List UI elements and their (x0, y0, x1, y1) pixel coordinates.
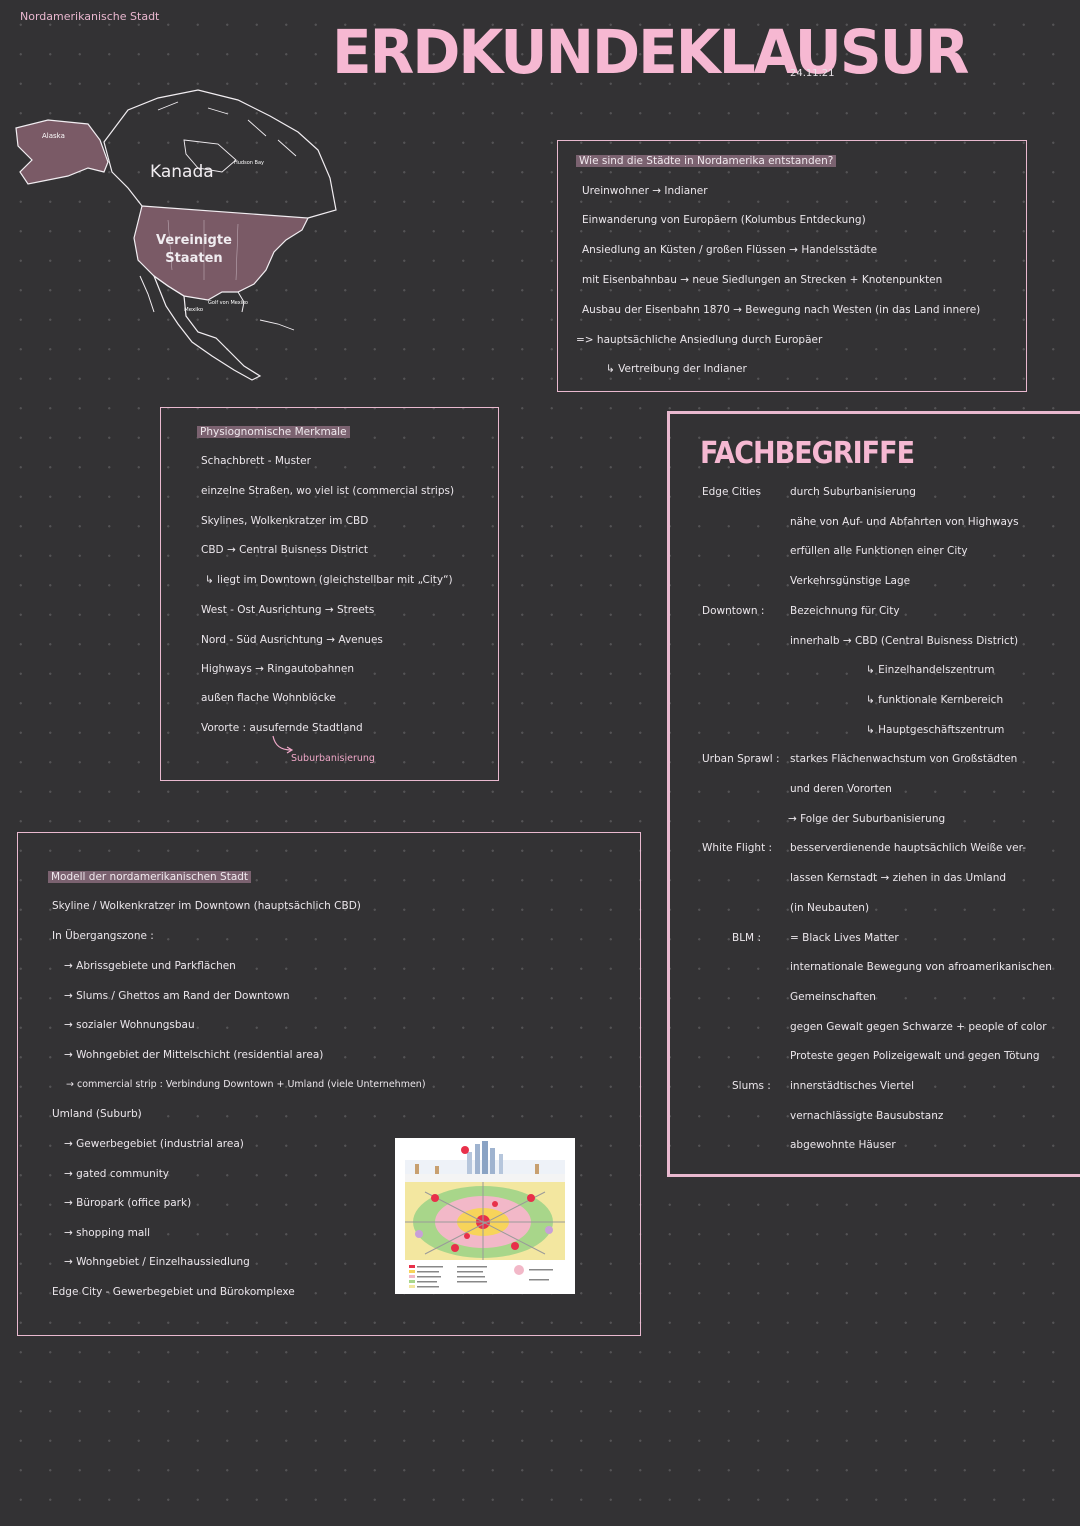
origins-line: mit Eisenbahnbau → neue Siedlungen an St… (582, 274, 943, 286)
physio-line: ↳ liegt im Downtown (gleichstellbar mit … (205, 574, 453, 586)
physio-box: Physiognomische Merkmale Schachbrett - M… (160, 407, 499, 781)
map-outline-svg (15, 89, 337, 381)
physio-line: Skylines, Wolkenkratzer im CBD (201, 515, 369, 527)
fach-definition: lassen Kernstadt → ziehen in das Umland (790, 872, 1007, 885)
map-label-usa-line1: Vereinigte (156, 233, 232, 248)
physio-line: einzelne Straßen, wo viel ist (commercia… (201, 485, 455, 497)
origins-conclusion: => hauptsächliche Ansiedlung durch Europ… (576, 334, 823, 346)
mexico-shape (152, 274, 262, 381)
map-label-usa-line2: Staaten (165, 251, 223, 266)
model-line: → Gewerbegebiet (industrial area) (64, 1138, 244, 1150)
model-line: → Abrissgebiete und Parkflächen (64, 960, 236, 972)
physio-line: Schachbrett - Muster (201, 455, 311, 467)
model-heading: Modell der nordamerikanischen Stadt (48, 871, 252, 883)
curved-arrow-icon (272, 735, 294, 754)
fach-definition: gegen Gewalt gegen Schwarze + people of … (790, 1020, 1047, 1033)
fach-term: BLM : (732, 931, 761, 944)
page-title: ERDKUNDEKLAUSUR (332, 16, 969, 88)
fach-definition: besserverdienende hauptsächlich Weiße ve… (790, 842, 1027, 855)
physio-line: Vororte : ausufernde Stadtland (201, 722, 363, 734)
model-line: → shopping mall (64, 1227, 151, 1239)
fach-definition: vernachlässigte Bausubstanz (790, 1109, 944, 1122)
physio-heading-text: Physiognomische Merkmale (197, 426, 350, 438)
usa-shape (133, 205, 309, 301)
fach-definition: Gemeinschaften (790, 990, 876, 1003)
date-label: 24.11.21 (790, 68, 835, 79)
map-label-hudson-bay: Hudson Bay (234, 160, 264, 166)
fach-definition: erfüllen alle Funktionen einer City (790, 545, 968, 558)
fach-definition: → Folge der Suburbanisierung (788, 812, 946, 825)
physio-line: außen flache Wohnblöcke (201, 692, 336, 704)
physio-suburbanisierung: Suburbanisierung (291, 753, 375, 764)
fach-definition: Proteste gegen Polizeigewalt und gegen T… (790, 1050, 1040, 1063)
origins-heading-text: Wie sind die Städte in Nordamerika entst… (576, 155, 837, 167)
alaska-shape (15, 119, 109, 185)
fach-term: White Flight : (702, 842, 773, 855)
fach-definition: Bezeichnung für City (790, 604, 900, 617)
model-line: → gated community (64, 1168, 170, 1180)
origins-line: Ansiedlung an Küsten / großen Flüssen → … (582, 244, 878, 256)
fach-definition: ↳ Einzelhandelszentrum (866, 664, 995, 677)
model-line: → Wohngebiet der Mittelschicht (resident… (64, 1049, 324, 1061)
physio-line: Nord - Süd Ausrichtung → Avenues (201, 634, 383, 646)
city-model-image (395, 1138, 575, 1294)
fachbegriffe-box: FACHBEGRIFFE Edge Cities durch Suburbanis… (667, 411, 1080, 1177)
fach-definition: abgewohnte Häuser (790, 1139, 896, 1152)
origins-line: Einwanderung von Europäern (Kolumbus Ent… (582, 214, 866, 226)
fachbegriffe-heading: FACHBEGRIFFE (700, 436, 915, 471)
model-heading-text: Modell der nordamerikanischen Stadt (48, 871, 252, 883)
fach-definition: durch Suburbanisierung (790, 486, 916, 498)
fach-definition: internationale Bewegung von afroamerikan… (790, 961, 1052, 974)
fach-definition: starkes Flächenwachstum von Großstädten (790, 753, 1018, 766)
fach-definition: Verkehrsgünstige Lage (790, 575, 911, 588)
fach-term: Downtown : (702, 604, 765, 617)
fach-term: Edge Cities (702, 486, 761, 498)
origins-line: Ureinwohner → Indianer (582, 185, 708, 197)
physio-line: West - Ost Ausrichtung → Streets (201, 604, 375, 616)
city-model-diagram (395, 1138, 575, 1294)
fach-definition: ↳ Hauptgeschäftszentrum (866, 723, 1005, 736)
map-label-gulf: Golf von Mexiko (208, 300, 248, 306)
model-line: → sozialer Wohnungsbau (64, 1019, 195, 1031)
map-label-usa: Vereinigte Staaten (156, 232, 232, 268)
model-line: Skyline / Wolkenkratzer im Downtown (hau… (52, 900, 361, 912)
fach-definition: nähe von Auf- und Abfahrten von Highways (790, 515, 1019, 528)
origins-box: Wie sind die Städte in Nordamerika entst… (557, 140, 1027, 392)
model-line: → Slums / Ghettos am Rand der Downtown (64, 990, 290, 1002)
model-line: → Büropark (office park) (64, 1197, 192, 1209)
model-line: Edge City - Gewerbegebiet und Bürokomple… (52, 1286, 295, 1298)
map-label-canada: Kanada (150, 162, 214, 182)
origins-line: Ausbau der Eisenbahn 1870 → Bewegung nac… (582, 304, 981, 316)
map-label-alaska: Alaska (42, 132, 65, 140)
north-america-map: Alaska Kanada Hudson Bay Vereinigte Staa… (8, 80, 348, 385)
origins-heading: Wie sind die Städte in Nordamerika entst… (576, 155, 837, 167)
model-box: Modell der nordamerikanischen Stadt Skyl… (17, 832, 641, 1336)
fach-definition: und deren Vororten (790, 783, 892, 795)
map-label-mexico: Mexiko (184, 307, 204, 313)
origins-line: ↳ Vertreibung der Indianer (606, 363, 747, 375)
model-line: → Wohngebiet / Einzelhaussiedlung (64, 1256, 250, 1268)
fach-term: Slums : (732, 1080, 771, 1092)
fach-definition: innerhalb → CBD (Central Buisness Distri… (790, 634, 1019, 647)
fach-term: Urban Sprawl : (702, 753, 780, 766)
physio-heading: Physiognomische Merkmale (197, 426, 350, 438)
model-line: In Übergangszone : (52, 930, 154, 942)
physio-line: Highways → Ringautobahnen (201, 663, 354, 675)
model-line: → commercial strip : Verbindung Downtown… (66, 1079, 426, 1090)
topic-label: Nordamerikanische Stadt (20, 10, 160, 23)
model-line: Umland (Suburb) (52, 1108, 142, 1120)
fach-definition: ↳ funktionale Kernbereich (866, 693, 1004, 706)
fach-definition: = Black Lives Matter (790, 931, 899, 944)
fach-definition: (in Neubauten) (790, 901, 870, 914)
canada-shape (103, 89, 337, 223)
physio-line: CBD → Central Buisness District (201, 544, 369, 556)
fach-definition: innerstädtisches Viertel (790, 1080, 915, 1092)
